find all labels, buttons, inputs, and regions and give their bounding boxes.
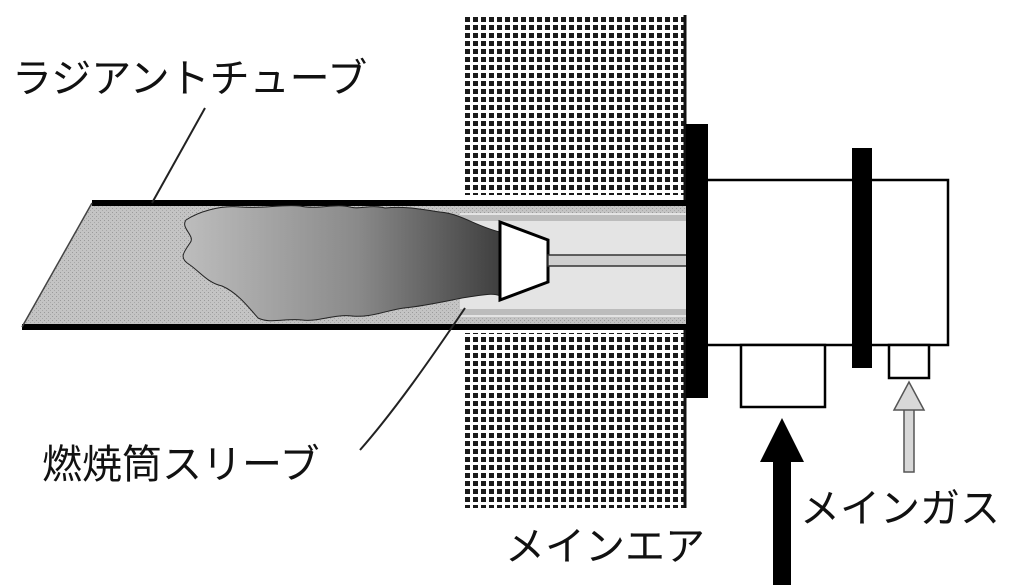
burner-nozzle (498, 219, 550, 303)
gas-flange (852, 148, 872, 368)
main-gas-arrow-head (892, 380, 926, 411)
gas-housing (866, 178, 950, 347)
main-air-arrow-shaft (773, 458, 791, 585)
furnace-wall (465, 15, 687, 508)
main-air-arrow (760, 418, 804, 585)
flame (182, 205, 501, 322)
furnace-wall-upper (465, 15, 685, 195)
gas-inlet-port (887, 343, 931, 380)
main-flange (686, 124, 708, 398)
main-air-arrow-head (760, 418, 804, 462)
radiant-tube-open-end (21, 202, 93, 328)
label-main-air: メインエア (505, 524, 705, 570)
air-housing (698, 178, 862, 347)
radiant-tube-leader (151, 107, 206, 204)
combustion-sleeve-leader (359, 307, 466, 451)
label-combustion-sleeve: 燃焼筒スリーブ (42, 442, 320, 488)
label-main-gas: メインガス (800, 486, 1000, 532)
main-gas-arrow-shaft (903, 407, 915, 473)
main-gas-arrow (892, 380, 926, 473)
label-radiant-tube: ラジアントチューブ (12, 56, 367, 102)
furnace-wall-lower (465, 333, 685, 508)
air-inlet-port (739, 343, 827, 409)
